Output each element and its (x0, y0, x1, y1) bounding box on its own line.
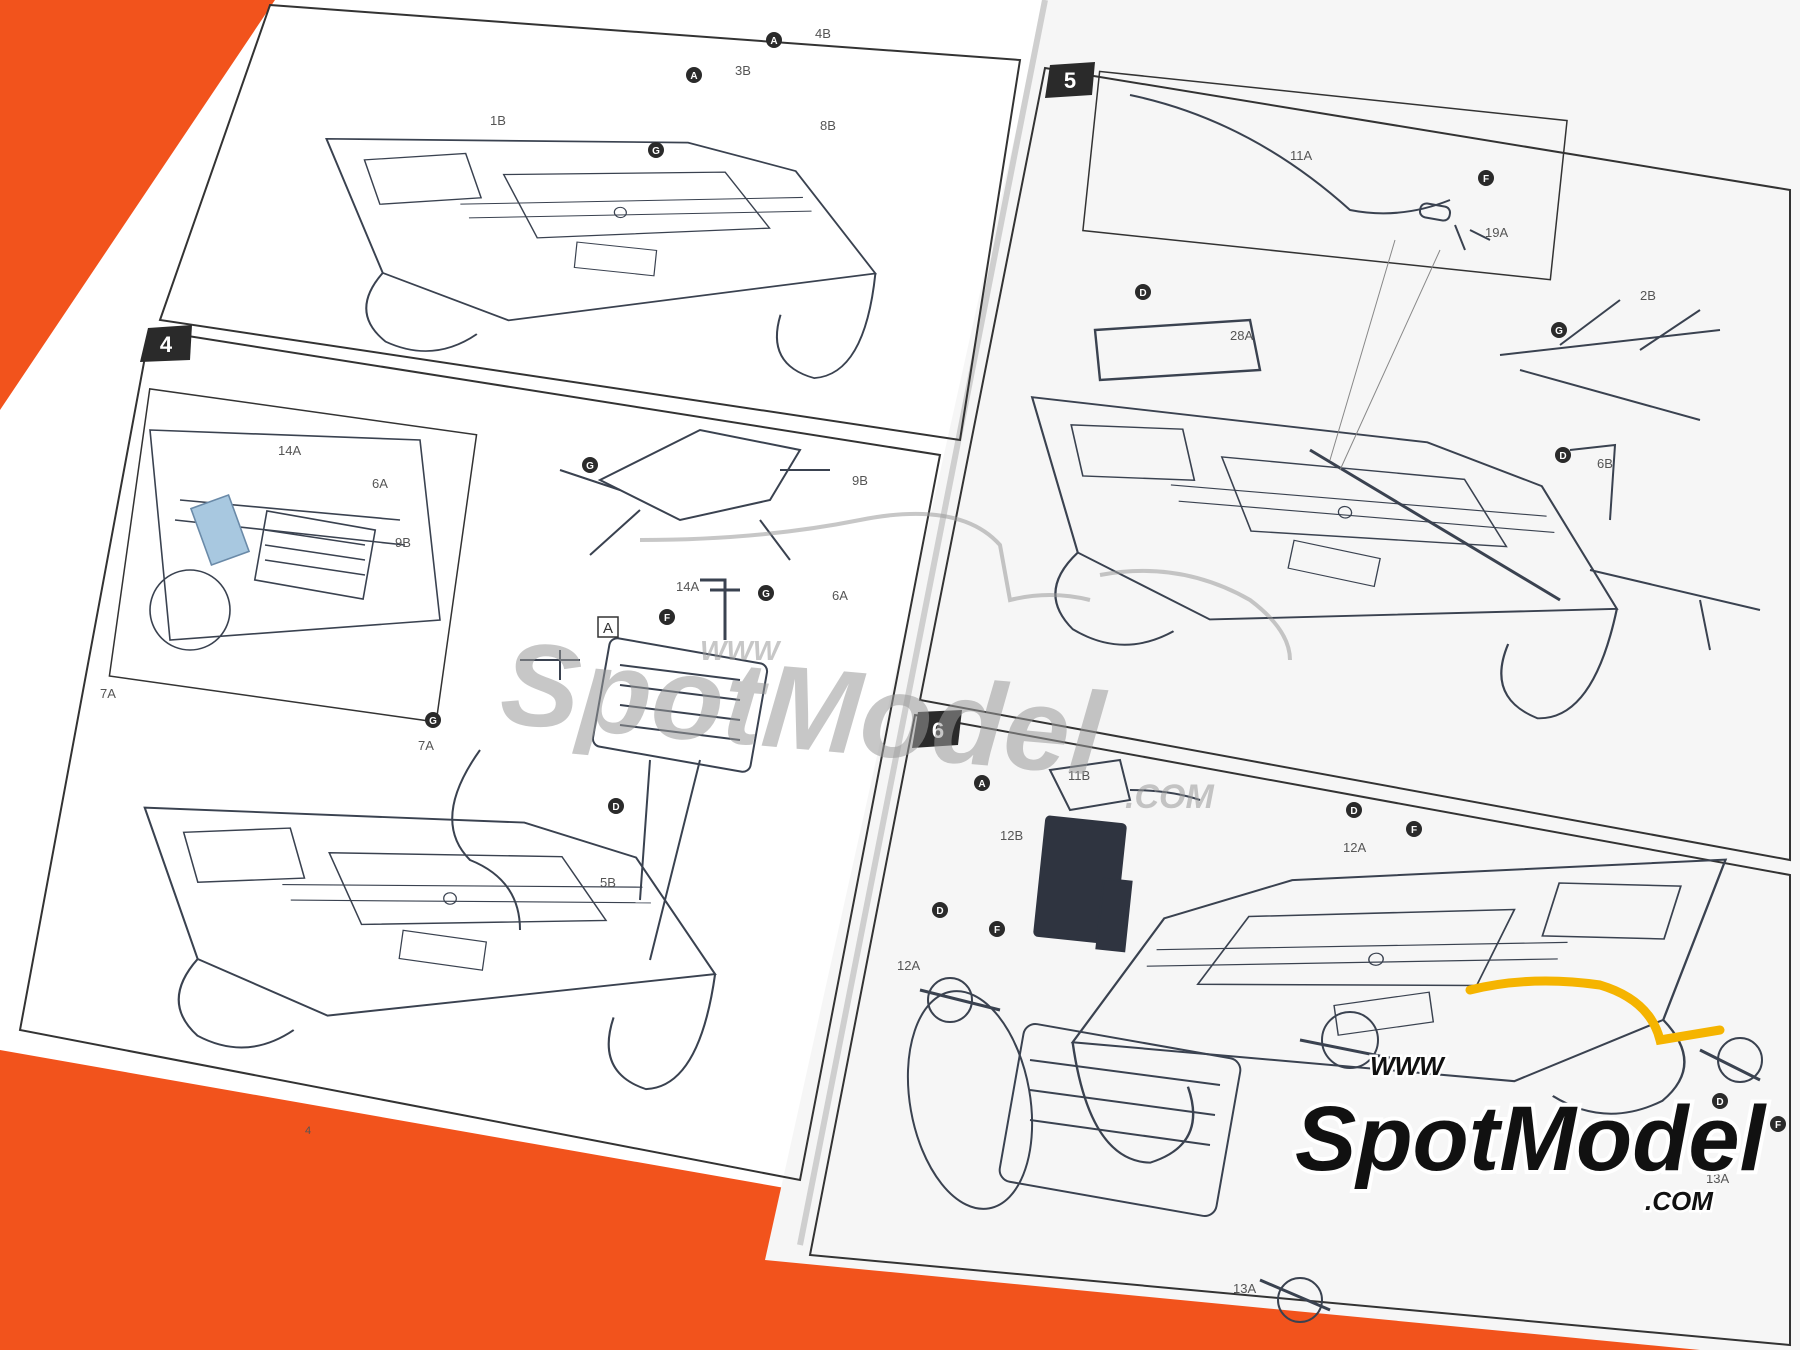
callout-a-step6: A (974, 775, 990, 791)
step4-number: 4 (160, 332, 173, 357)
step-badges: 4 5 6 (140, 62, 1095, 748)
callout-g-step4c: G (425, 712, 441, 728)
subassembly-inset-frame (1082, 70, 1568, 281)
callout-markers: A A G G F G G D F D G D A D F D F D F (425, 32, 1786, 1132)
callout-a-step3: A (686, 67, 702, 83)
part-label-11b: 11B (1068, 768, 1090, 783)
logo-domain: .COM (1645, 1186, 1714, 1216)
callout-f-step6c: F (1770, 1116, 1786, 1132)
panel-step4-frame (18, 328, 942, 1182)
part-label-6a-inset: 6A (372, 476, 388, 491)
part-label-1b: 1B (490, 113, 506, 128)
right-page (765, 0, 1800, 1350)
part-label-14a: 14A (676, 579, 699, 594)
callout-g-step4b: G (758, 585, 774, 601)
part-label-7a: 7A (418, 738, 434, 753)
callout-a-step3b: A (766, 32, 782, 48)
logo-brand: SpotModel (1295, 1088, 1768, 1190)
svg-text:D: D (936, 906, 943, 917)
watermark-www: WWW (700, 635, 782, 666)
panel-step5-frame (918, 66, 1791, 862)
svg-text:F: F (994, 925, 1000, 936)
logo-www: WWW (1370, 1051, 1446, 1081)
part-label-12a-right: 12A (1343, 840, 1366, 855)
part-label-6a: 6A (832, 588, 848, 603)
callout-g-step3: G (648, 142, 664, 158)
panel-frames (18, 3, 1791, 1347)
part-label-13a-right: 13A (1706, 1171, 1729, 1186)
subassembly-box-a: A (597, 616, 619, 638)
part-label-9b-inset: 9B (395, 535, 411, 550)
part-label-3b: 3B (735, 63, 751, 78)
callout-d-step5: D (1135, 284, 1151, 300)
svg-text:D: D (1716, 1097, 1723, 1108)
part-label-12b: 12B (1000, 828, 1023, 843)
part-label-11a: 11A (1290, 148, 1312, 163)
svg-text:G: G (429, 716, 437, 727)
detail-inset-frame (108, 388, 478, 723)
svg-text:G: G (762, 589, 770, 600)
part-label-14a-inset: 14A (278, 443, 301, 458)
step4-badge: 4 (140, 325, 192, 362)
part-label-12a-left: 12A (897, 958, 920, 973)
subassembly-box-a-label: A (603, 620, 613, 637)
part-label-9b: 9B (852, 473, 868, 488)
callout-d-step6: D (1346, 802, 1362, 818)
svg-text:A: A (978, 779, 985, 790)
svg-text:G: G (652, 146, 660, 157)
svg-text:D: D (1139, 288, 1146, 299)
callout-d-step4: D (608, 798, 624, 814)
step5-number: 5 (1064, 68, 1076, 93)
svg-text:F: F (1775, 1120, 1781, 1131)
part-label-13a: 13A (1233, 1281, 1256, 1296)
svg-text:A: A (770, 36, 777, 47)
svg-text:G: G (586, 461, 594, 472)
detail-inset-drawing (149, 429, 441, 651)
step6-number: 6 (932, 718, 944, 743)
subassembly-drawing-step5 (1093, 94, 1761, 651)
step6-badge: 6 (912, 710, 962, 748)
page-number: 4 (305, 1125, 311, 1137)
part-label-7a-inset: 7A (100, 686, 116, 701)
callout-f-step5: F (1478, 170, 1494, 186)
spotmodel-logo: WWW SpotModel .COM (1291, 976, 1772, 1219)
part-label-28a: 28A (1230, 328, 1253, 343)
step5-badge: 5 (1045, 62, 1095, 98)
svg-text:F: F (1483, 174, 1489, 185)
callout-f-step6: F (1406, 821, 1422, 837)
booklet-spine (797, 0, 1048, 1246)
callout-d-step6c: D (1712, 1093, 1728, 1109)
svg-text:G: G (1555, 326, 1563, 337)
part-label-8b: 8B (820, 118, 836, 133)
part-label-2b: 2B (1640, 288, 1656, 303)
svg-text:A: A (690, 71, 697, 82)
suspension-drawing-step4 (451, 428, 830, 961)
callout-f-step4: F (659, 609, 675, 625)
callout-d-step6b: D (932, 902, 948, 918)
panel-step6-frame (808, 713, 1791, 1347)
svg-text:F: F (664, 613, 670, 624)
watermark-domain: .COM (1125, 778, 1214, 816)
part-labels: 1B 3B 4B 8B 14A 6A 9B 7A 9B 14A 6A 7A 5B… (100, 26, 1729, 1296)
part-label-19a: 19A (1485, 225, 1508, 240)
callout-g-step4: G (582, 457, 598, 473)
left-page (0, 0, 1045, 1210)
callout-g-step5: G (1551, 322, 1567, 338)
part-label-5b: 5B (600, 875, 616, 890)
callout-d-step5b: D (1555, 447, 1571, 463)
part-label-6b: 6B (1597, 456, 1613, 471)
engine-drawing-step6 (906, 758, 1763, 1323)
svg-text:D: D (1350, 806, 1357, 817)
part-label-4b: 4B (815, 26, 831, 41)
svg-text:D: D (1559, 451, 1566, 462)
callout-f-step6b: F (989, 921, 1005, 937)
svg-text:F: F (1411, 825, 1417, 836)
svg-text:D: D (612, 802, 619, 813)
